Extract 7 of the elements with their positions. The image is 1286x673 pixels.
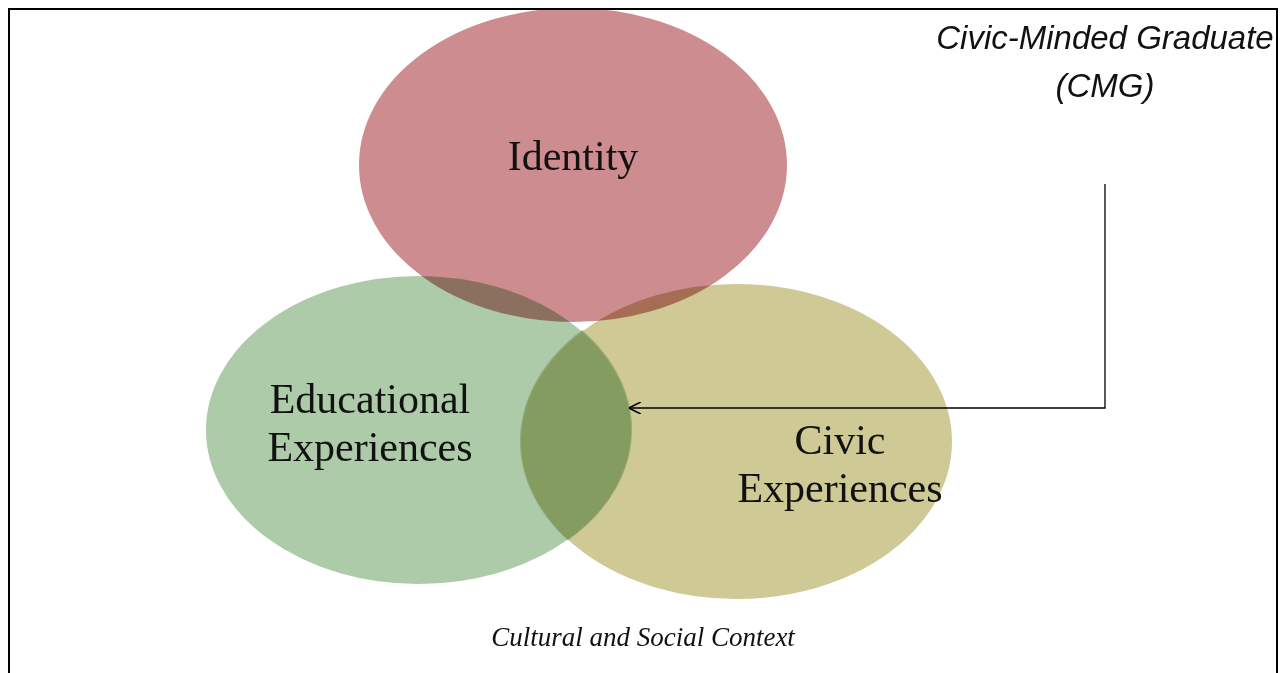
leader-line [628, 183, 1106, 415]
circle-label: Educational Experiences [266, 375, 474, 472]
context-caption: Cultural and Social Context [490, 622, 797, 653]
circle-label: Identity [506, 132, 640, 181]
callout-title: Civic-Minded Graduate (CMG) [935, 18, 1275, 106]
circle-label: Civic Experiences [736, 416, 944, 513]
context-frame [8, 8, 1278, 673]
